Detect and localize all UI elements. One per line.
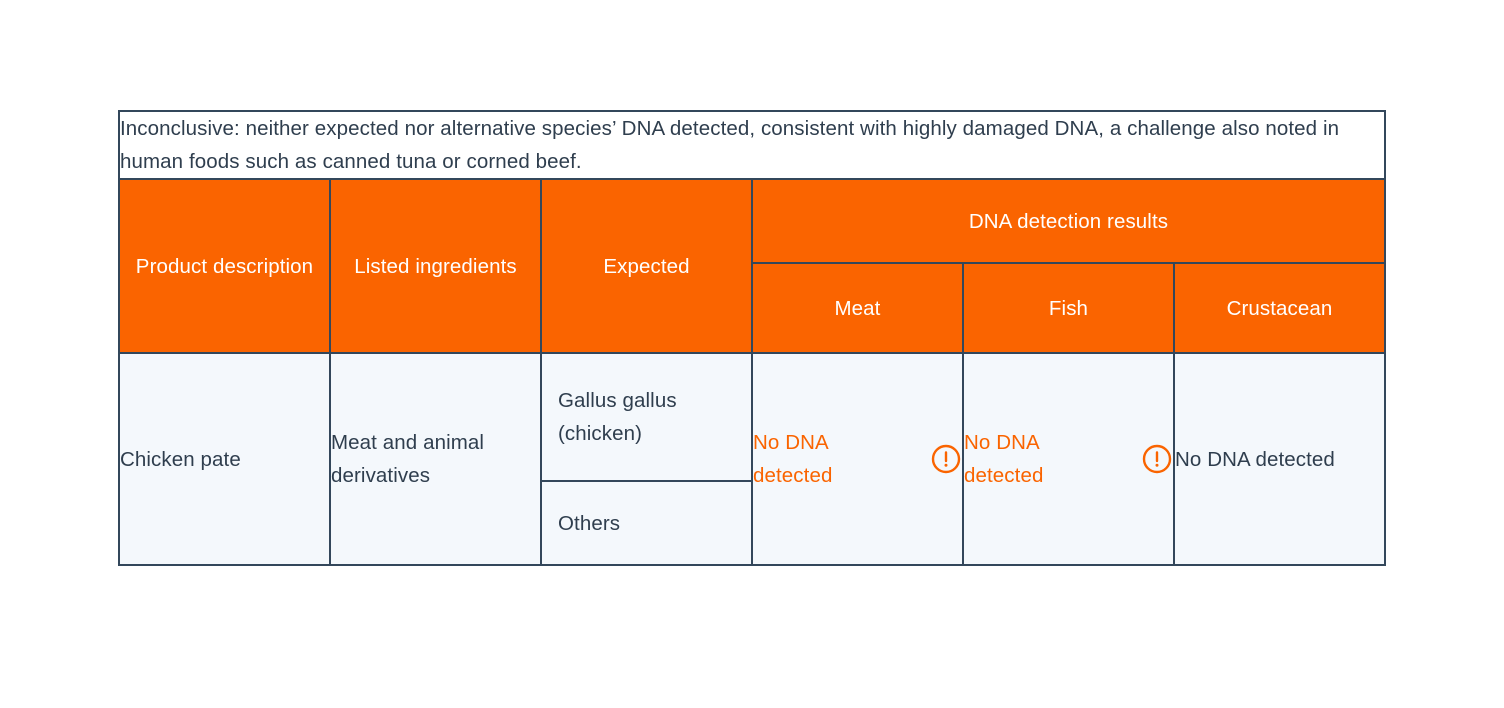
cell-meat-result: No DNA detected [751,352,964,567]
cell-crustacean-result: No DNA detected [1173,352,1386,567]
column-header-product-description: Product description [118,178,331,355]
crustacean-result-text: No DNA detected [1175,447,1335,471]
table-row: Chicken pate Meat and animal derivatives… [118,352,1386,567]
column-header-listed-ingredients: Listed ingredients [329,178,542,355]
column-header-dna-detection-results: DNA detection results [751,178,1386,265]
table-header-row-secondary: Meat Fish Crustacean [119,262,1386,355]
column-header-fish: Fish [962,262,1175,355]
cell-listed-ingredients: Meat and animal derivatives [329,352,542,567]
table-header-row-primary: Product description Listed ingredients E… [118,178,1386,355]
cell-fish-result: No DNA detected [962,352,1175,567]
inconclusive-note: Inconclusive: neither expected nor alter… [118,109,1386,181]
table-note-row: Inconclusive: neither expected nor alter… [118,109,1386,181]
alert-circle-icon [1142,445,1172,474]
column-header-crustacean: Crustacean [1173,262,1386,355]
cell-product-description: Chicken pate [118,352,331,567]
cell-expected-secondary: Others [558,511,621,535]
fish-result-text: No DNA detected [964,431,1044,488]
column-header-expected: Expected [540,178,753,355]
cell-expected-primary: Gallus gallus (chicken) [542,354,751,483]
cell-expected: Gallus gallus (chicken) Others [540,352,753,567]
column-header-meat: Meat [751,262,964,355]
dna-detection-results-table: Inconclusive: neither expected nor alter… [118,109,1386,567]
meat-result-text: No DNA detected [753,431,833,488]
alert-circle-icon [931,445,961,474]
